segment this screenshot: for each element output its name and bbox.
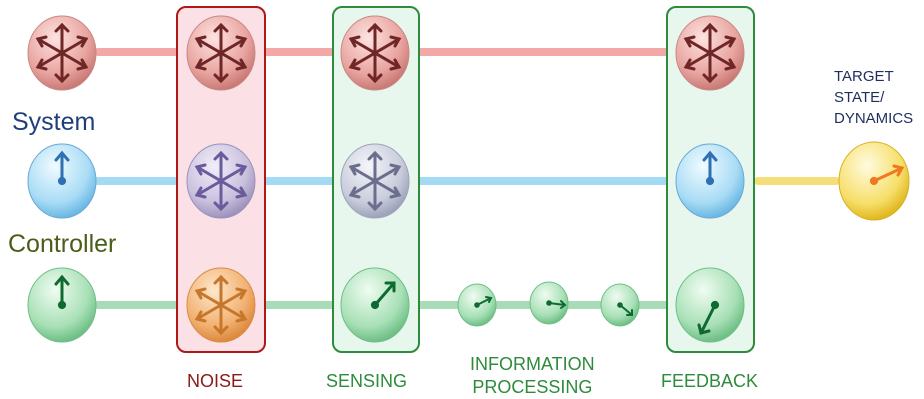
scatter-arrows-icon [683, 22, 737, 84]
clock-hand-icon [474, 296, 493, 308]
target-label-line1: TARGET [834, 68, 894, 85]
scatter-arrows-icon [348, 22, 402, 84]
processing-node-1 [457, 283, 497, 327]
target-label-line2: STATE/ [834, 89, 885, 106]
row3-noise-node [186, 267, 256, 343]
clock-hand-icon [54, 150, 70, 186]
row1-noise-node [186, 15, 256, 91]
row2-feedback-node [675, 143, 745, 219]
row1-left-node [27, 15, 97, 91]
noise-label: NOISE [187, 371, 244, 391]
row2-left-node [27, 143, 97, 219]
scatter-arrows-icon [348, 150, 402, 212]
processing-node-3 [600, 283, 640, 327]
processing-label-line2: PROCESSING [472, 377, 593, 397]
processing-label: INFORMATION PROCESSING [470, 353, 595, 399]
row3-sensing-node [340, 267, 410, 343]
clock-hand-icon [697, 300, 720, 335]
row1-feedback-node [675, 15, 745, 91]
scatter-arrows-icon [35, 22, 89, 84]
clock-hand-icon [617, 302, 633, 316]
clock-hand-icon [546, 300, 567, 309]
row1-sensing-node [340, 15, 410, 91]
target-label: TARGET STATE/ DYNAMICS [834, 66, 913, 129]
clock-hand-icon [869, 164, 905, 186]
processing-node-2 [529, 281, 569, 325]
row3-left-node [27, 267, 97, 343]
processing-label-line1: INFORMATION [470, 354, 595, 374]
controller-label: Controller [8, 230, 117, 258]
row2-sensing-node [340, 143, 410, 219]
target-label-line3: DYNAMICS [834, 110, 914, 127]
scatter-arrows-icon [194, 274, 248, 336]
feedback-label: FEEDBACK [661, 371, 759, 391]
row2-noise-node [186, 143, 256, 219]
clock-hand-icon [702, 150, 718, 186]
clock-hand-icon [370, 281, 396, 310]
target-node [838, 141, 910, 221]
row3-feedback-node [675, 267, 745, 343]
scatter-arrows-icon [194, 150, 248, 212]
sensing-label: SENSING [326, 371, 408, 391]
clock-hand-icon [54, 274, 70, 310]
system-label: System [12, 108, 96, 136]
scatter-arrows-icon [194, 22, 248, 84]
